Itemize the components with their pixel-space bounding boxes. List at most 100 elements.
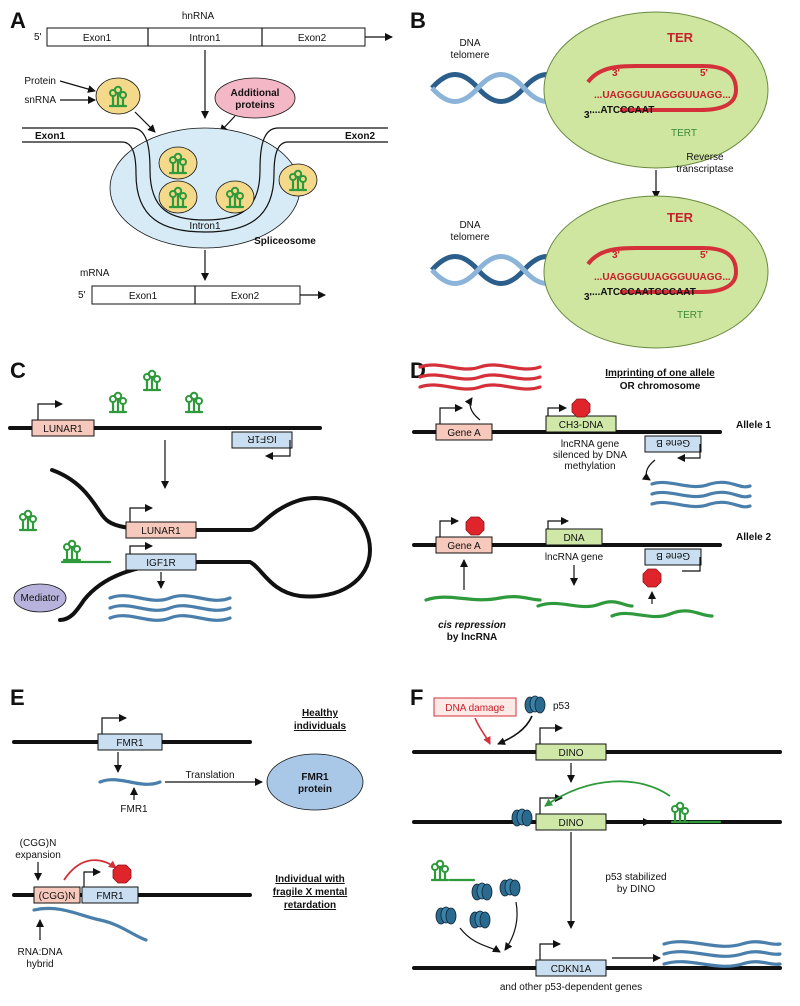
intron1-lariat-label: Intron1: [189, 221, 221, 232]
lncrna-stemloop-icon: [108, 391, 128, 414]
svg-text:3': 3': [584, 110, 592, 121]
gene-igf1r-reverse: [231, 431, 293, 449]
svg-text:IGF1R: IGF1R: [247, 433, 276, 444]
dna-loop: [50, 468, 373, 622]
svg-text:DINO: DINO: [559, 818, 584, 829]
gene-lunar1: [31, 419, 95, 437]
p53-icon: [524, 695, 546, 714]
protein-label: Protein: [24, 76, 56, 87]
dino-rna-stemloop-icon: [430, 859, 450, 882]
panel-a: A hnRNA 5' Exon1 Intron1 Exon2 Protein s…: [10, 8, 393, 305]
imprinting-title: Imprinting of one allele: [605, 368, 715, 379]
svg-text:transcriptase: transcriptase: [676, 164, 734, 175]
svg-text:DINO: DINO: [559, 748, 584, 759]
dna-seq-top: ...ATCCCAAT: [592, 105, 654, 116]
reverse-label: Reverse: [686, 152, 724, 163]
telomerase-complex: [543, 195, 769, 349]
gene-cdkn1a: [535, 959, 607, 977]
svg-text:hybrid: hybrid: [26, 959, 53, 970]
svg-text:CH3-DNA: CH3-DNA: [559, 420, 604, 431]
other-genes-label: and other p53-dependent genes: [500, 982, 642, 993]
svg-text:individuals: individuals: [294, 721, 347, 732]
p53-icon: [511, 808, 533, 827]
svg-text:(CGG)N: (CGG)N: [39, 891, 76, 902]
svg-text:Exon2: Exon2: [231, 291, 260, 302]
svg-text:3': 3': [584, 292, 592, 303]
rna-dna-hybrid: [32, 906, 148, 942]
exon1-spliced-label: Exon1: [35, 131, 65, 142]
hnrna-label: hnRNA: [182, 11, 215, 22]
ter-rna: [586, 64, 739, 112]
lncrna-stemloop-icon: [18, 509, 38, 532]
panel-e: E FMR1 Healthy individuals Translation F…: [10, 685, 364, 970]
p53-label: p53: [553, 701, 570, 712]
gene-b: [644, 435, 702, 453]
svg-text:TER: TER: [667, 210, 694, 225]
p53-icon: [435, 906, 457, 925]
pre-mrna-strand: [22, 127, 388, 221]
svg-text:silenced by DNA: silenced by DNA: [553, 450, 627, 461]
svg-text:Gene A: Gene A: [447, 428, 481, 439]
panel-label-b: B: [410, 8, 426, 33]
lncrna-stemloop-icon: [62, 539, 82, 562]
lncrna-gene: [545, 528, 603, 546]
svg-text:DNA: DNA: [459, 38, 480, 49]
svg-text:Gene B: Gene B: [656, 550, 690, 561]
svg-text:protein: protein: [298, 784, 332, 795]
svg-text:Gene A: Gene A: [447, 541, 481, 552]
svg-text:FMR1: FMR1: [116, 738, 144, 749]
svg-text:5': 5': [700, 68, 708, 79]
svg-text:FMR1: FMR1: [301, 772, 329, 783]
cgg-expansion-label: (CGG)N: [20, 838, 57, 849]
svg-text:Exon1: Exon1: [129, 291, 158, 302]
svg-text:3': 3': [612, 250, 620, 261]
five-prime-label: 5': [34, 32, 42, 43]
svg-text:FMR1: FMR1: [96, 891, 124, 902]
healthy-label: Healthy: [302, 708, 339, 719]
snrna-label: snRNA: [24, 95, 56, 106]
panel-label-a: A: [10, 8, 26, 33]
gene-dino: [535, 813, 607, 831]
p53-icon: [471, 882, 493, 901]
p53-stabilized-label: p53 stabilized: [605, 872, 666, 883]
repression-stop-icon: [465, 516, 485, 536]
ter-label: TER: [667, 30, 694, 45]
svg-text:IGF1R: IGF1R: [146, 558, 175, 569]
svg-text:by DINO: by DINO: [617, 884, 656, 895]
exon1-label: Exon1: [83, 33, 112, 44]
intron1-label: Intron1: [189, 33, 221, 44]
lncrna-gene-label: lncRNA gene: [545, 552, 604, 563]
gene-lunar1: [125, 521, 197, 539]
cgg-repeat: [33, 886, 81, 904]
svg-text:Gene B: Gene B: [656, 437, 690, 448]
gene-dino: [535, 743, 607, 761]
svg-text:Additional: Additional: [231, 88, 280, 99]
mrna-bar: [91, 285, 301, 305]
panel-c: C LUNAR1 IGF1R LUNAR1 IGF1R Mediator: [8, 358, 373, 622]
panel-label-c: C: [10, 358, 26, 383]
fragile-x-label: Individual with: [275, 874, 344, 885]
gene-fmr1: [81, 886, 139, 904]
p53-icon: [499, 878, 521, 897]
cis-repression-label: cis repression: [438, 620, 506, 631]
svg-text:fragile X mental: fragile X mental: [273, 887, 348, 898]
svg-text:expansion: expansion: [15, 850, 61, 861]
svg-text:FMR1: FMR1: [120, 804, 148, 815]
exon2-label: Exon2: [298, 33, 327, 44]
dna-damage-label: DNA damage: [445, 703, 505, 714]
allele1-label: Allele 1: [736, 420, 771, 431]
svg-text:CDKN1A: CDKN1A: [551, 964, 592, 975]
svg-text:TERT: TERT: [677, 310, 703, 321]
panel-label-d: D: [410, 358, 426, 383]
fmr1-protein: [266, 753, 364, 811]
panel-label-f: F: [410, 685, 423, 710]
svg-text:5': 5': [700, 250, 708, 261]
silenced-label: lncRNA gene: [561, 439, 620, 450]
translation-label: Translation: [185, 770, 234, 781]
gene-a: [435, 536, 493, 554]
rna-template-seq: ...UAGGGUUAGGGUUAGG...: [594, 90, 731, 101]
svg-text:DNA: DNA: [563, 533, 584, 544]
svg-text:DNA: DNA: [459, 220, 480, 231]
additional-proteins: [214, 77, 296, 119]
